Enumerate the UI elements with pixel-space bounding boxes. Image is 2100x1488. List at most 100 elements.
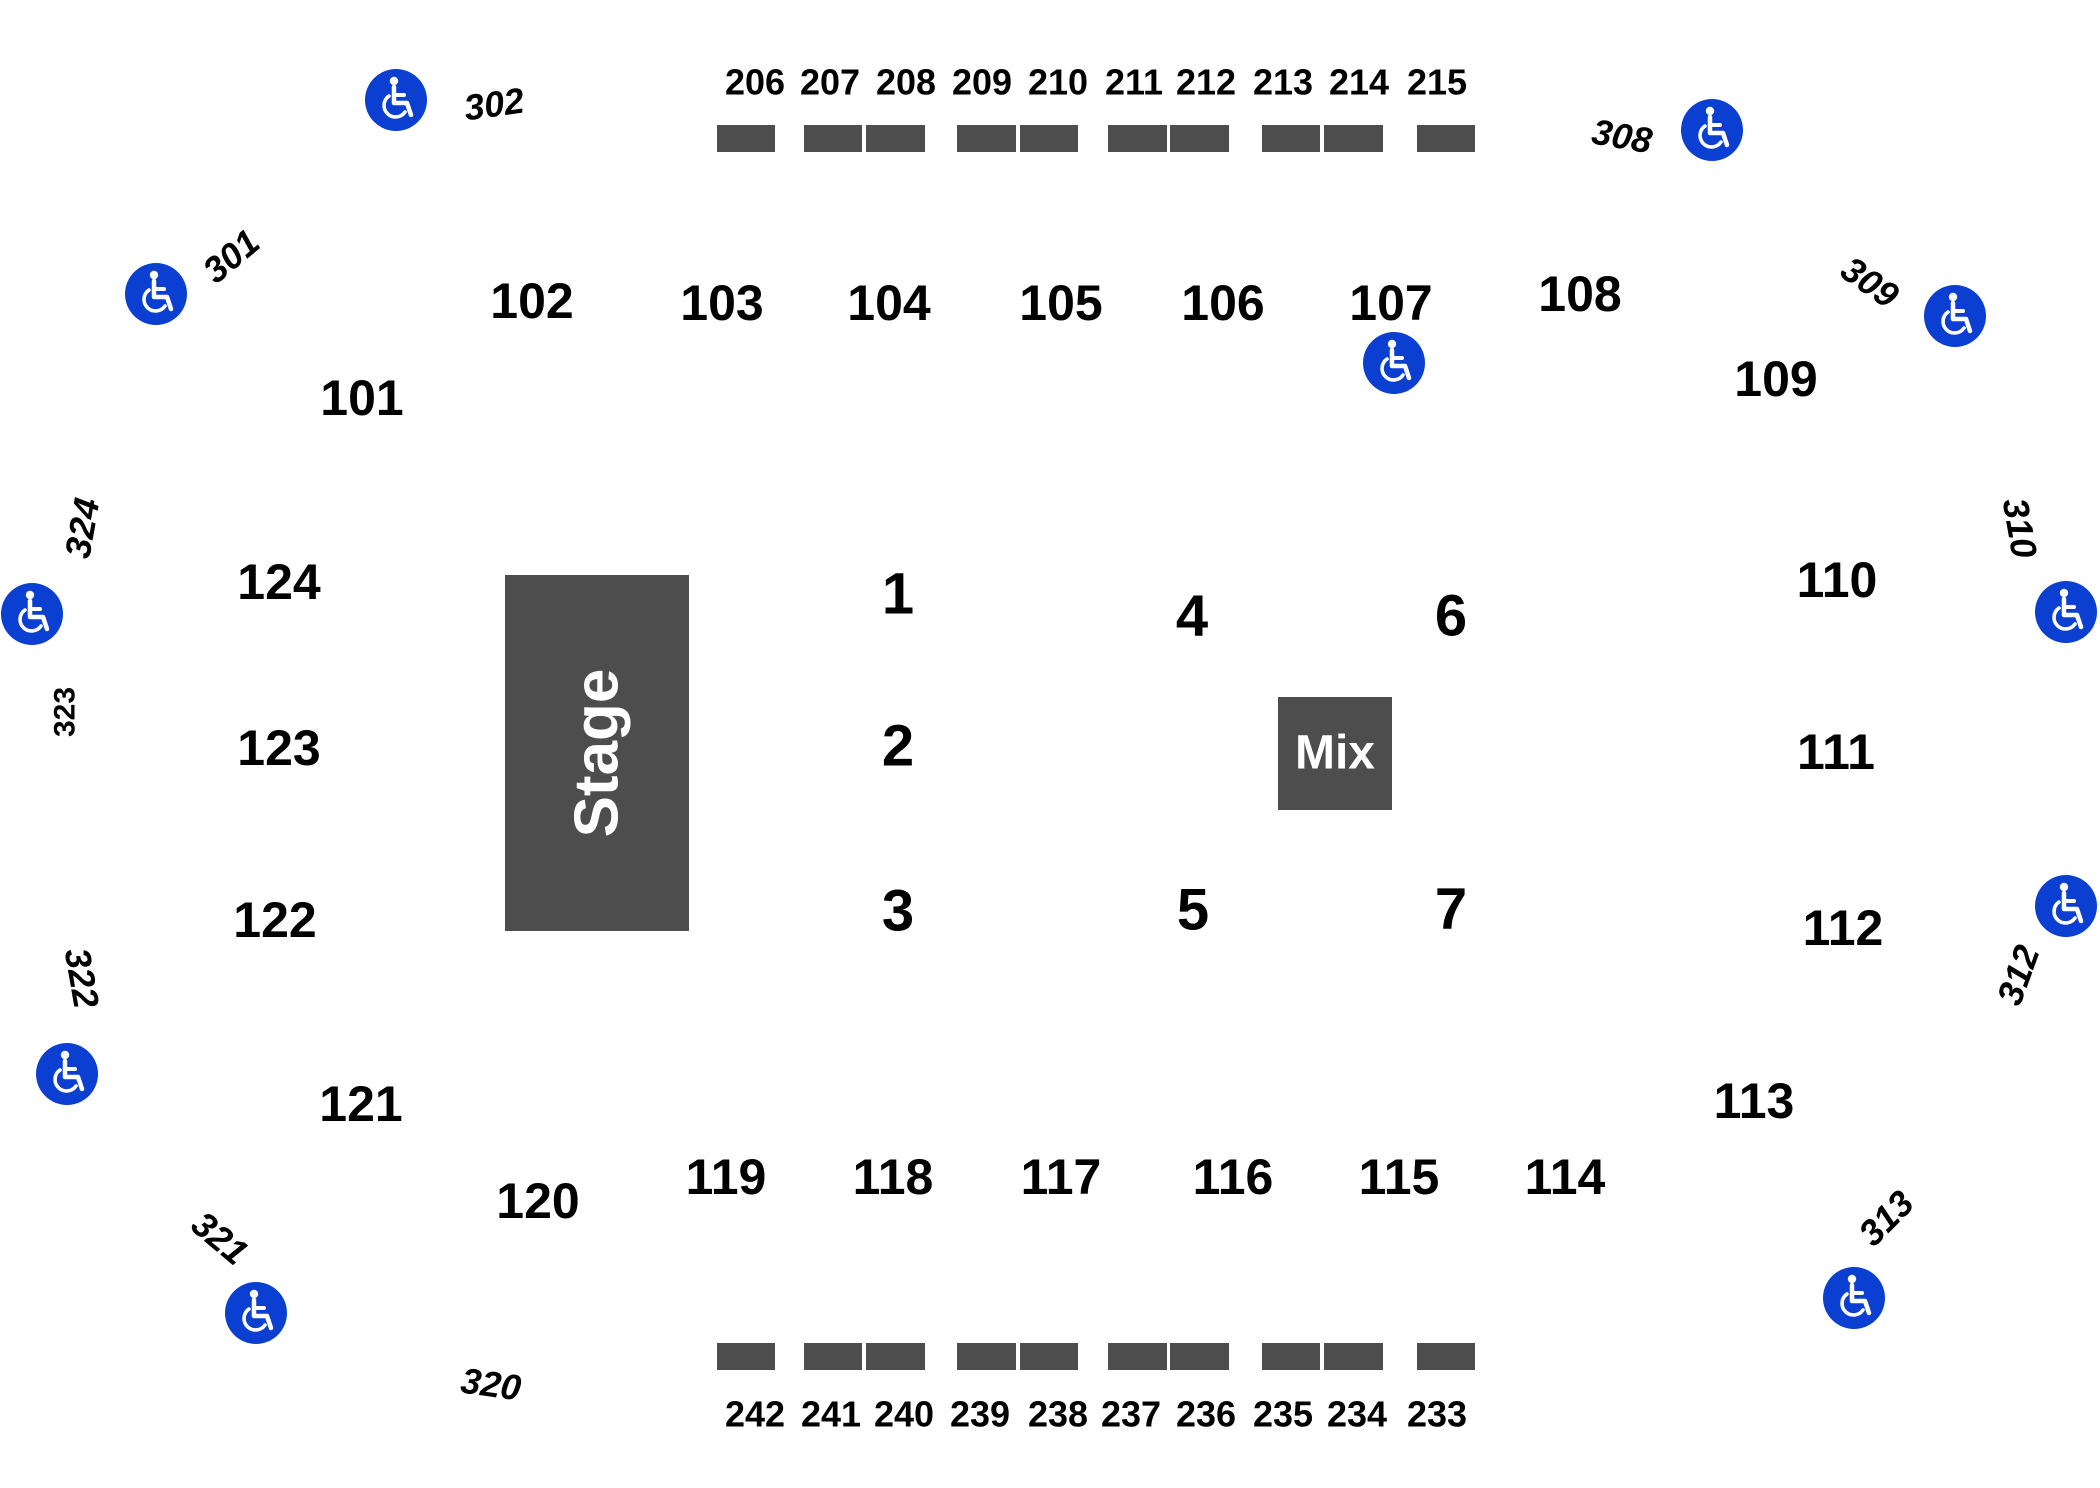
suite-239[interactable]: 239 [950, 1394, 1010, 1435]
suite-block-233[interactable] [1417, 1343, 1475, 1370]
wheelchair-accessible-icon[interactable] [1363, 332, 1425, 394]
suite-block-206[interactable] [717, 125, 775, 152]
section-313[interactable]: 313 [1850, 1182, 1921, 1253]
suite-206[interactable]: 206 [725, 62, 785, 103]
section-103[interactable]: 103 [680, 275, 763, 331]
section-105[interactable]: 105 [1019, 275, 1102, 331]
suite-211[interactable]: 211 [1105, 62, 1163, 103]
section-116[interactable]: 116 [1193, 1149, 1274, 1205]
suite-block-241[interactable] [804, 1343, 862, 1370]
wheelchair-accessible-icon[interactable] [1681, 99, 1743, 161]
floor-section-4[interactable]: 4 [1176, 584, 1208, 649]
suite-block-212[interactable] [1170, 125, 1229, 152]
floor-section-3[interactable]: 3 [882, 879, 914, 944]
section-107[interactable]: 107 [1349, 275, 1432, 331]
section-302[interactable]: 302 [461, 80, 526, 129]
section-123[interactable]: 123 [237, 720, 320, 776]
mix-label: Mix [1295, 727, 1375, 780]
suites-bottom-labels: 242 241 240 239 238 237 236 235 234 233 [725, 1394, 1467, 1435]
suite-block-211[interactable] [1108, 125, 1167, 152]
stage-block[interactable] [505, 575, 689, 931]
wheelchair-accessible-icon[interactable] [1823, 1267, 1885, 1329]
floor-section-2[interactable]: 2 [882, 714, 914, 779]
section-113[interactable]: 113 [1714, 1073, 1795, 1129]
section-117[interactable]: 117 [1021, 1149, 1102, 1205]
suite-block-237[interactable] [1108, 1343, 1167, 1370]
suite-235[interactable]: 235 [1253, 1394, 1313, 1435]
section-115[interactable]: 115 [1359, 1149, 1440, 1205]
suite-block-209[interactable] [957, 125, 1016, 152]
suite-238[interactable]: 238 [1028, 1394, 1088, 1435]
suite-241[interactable]: 241 [801, 1394, 861, 1435]
section-321[interactable]: 321 [184, 1203, 256, 1273]
section-106[interactable]: 106 [1181, 275, 1264, 331]
suite-block-207[interactable] [804, 125, 862, 152]
section-112[interactable]: 112 [1803, 900, 1884, 956]
section-309[interactable]: 309 [1834, 248, 1907, 316]
section-120[interactable]: 120 [496, 1173, 579, 1229]
stage-label: Stage [563, 669, 632, 838]
suite-233[interactable]: 233 [1407, 1394, 1467, 1435]
section-122[interactable]: 122 [233, 892, 316, 948]
section-320[interactable]: 320 [458, 1360, 523, 1409]
mix-block[interactable] [1278, 697, 1392, 810]
suite-213[interactable]: 213 [1253, 62, 1313, 103]
section-323[interactable]: 323 [49, 687, 82, 737]
suite-block-215[interactable] [1417, 125, 1475, 152]
section-111[interactable]: 111 [1797, 724, 1875, 780]
section-121[interactable]: 121 [319, 1076, 402, 1132]
section-312[interactable]: 312 [1988, 940, 2047, 1010]
wheelchair-accessible-icon[interactable] [2035, 581, 2097, 643]
floor-section-1[interactable]: 1 [882, 562, 914, 627]
section-109[interactable]: 109 [1734, 351, 1817, 407]
suite-block-236[interactable] [1170, 1343, 1229, 1370]
suite-block-235[interactable] [1262, 1343, 1320, 1370]
suite-block-238[interactable] [1020, 1343, 1078, 1370]
floor-section-5[interactable]: 5 [1177, 878, 1209, 943]
floor-section-6[interactable]: 6 [1435, 584, 1467, 649]
section-101[interactable]: 101 [320, 370, 403, 426]
section-118[interactable]: 118 [853, 1149, 934, 1205]
suites-bottom-blocks [717, 1343, 1475, 1370]
suite-block-239[interactable] [957, 1343, 1016, 1370]
section-322[interactable]: 322 [57, 945, 108, 1011]
suite-212[interactable]: 212 [1176, 62, 1236, 103]
wheelchair-accessible-icon[interactable] [225, 1282, 287, 1344]
suite-234[interactable]: 234 [1327, 1394, 1387, 1435]
section-308[interactable]: 308 [1589, 111, 1655, 162]
suite-242[interactable]: 242 [725, 1394, 785, 1435]
suite-215[interactable]: 215 [1407, 62, 1467, 103]
suite-207[interactable]: 207 [800, 62, 860, 103]
section-119[interactable]: 119 [686, 1149, 767, 1205]
suite-block-240[interactable] [866, 1343, 925, 1370]
section-108[interactable]: 108 [1538, 266, 1621, 322]
section-324[interactable]: 324 [57, 495, 108, 561]
suite-210[interactable]: 210 [1028, 62, 1088, 103]
suite-block-210[interactable] [1020, 125, 1078, 152]
suite-209[interactable]: 209 [952, 62, 1012, 103]
wheelchair-accessible-icon[interactable] [365, 69, 427, 131]
wheelchair-accessible-icon[interactable] [1, 583, 63, 645]
wheelchair-accessible-icon[interactable] [2035, 875, 2097, 937]
suite-block-242[interactable] [717, 1343, 775, 1370]
wheelchair-accessible-icon[interactable] [36, 1043, 98, 1105]
wheelchair-accessible-icon[interactable] [125, 263, 187, 325]
section-114[interactable]: 114 [1525, 1149, 1606, 1205]
suite-block-208[interactable] [866, 125, 925, 152]
floor-section-7[interactable]: 7 [1435, 877, 1467, 942]
section-124[interactable]: 124 [237, 554, 321, 610]
section-310[interactable]: 310 [1995, 495, 2046, 561]
suite-236[interactable]: 236 [1176, 1394, 1236, 1435]
wheelchair-accessible-icon[interactable] [1924, 285, 1986, 347]
suite-214[interactable]: 214 [1329, 62, 1389, 103]
suite-240[interactable]: 240 [874, 1394, 934, 1435]
suite-block-213[interactable] [1262, 125, 1320, 152]
section-104[interactable]: 104 [847, 275, 931, 331]
section-110[interactable]: 110 [1797, 552, 1878, 608]
suite-block-234[interactable] [1324, 1343, 1383, 1370]
suite-237[interactable]: 237 [1101, 1394, 1161, 1435]
suite-208[interactable]: 208 [876, 62, 936, 103]
suite-block-214[interactable] [1324, 125, 1383, 152]
section-301[interactable]: 301 [195, 221, 267, 291]
section-102[interactable]: 102 [490, 273, 573, 329]
